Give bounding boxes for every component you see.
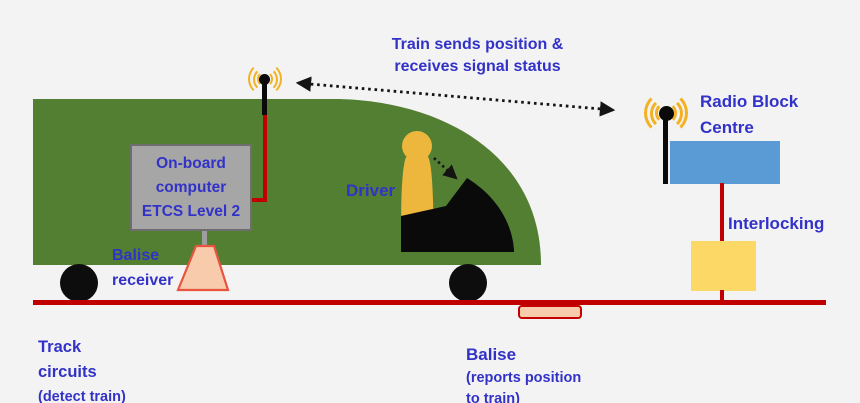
train-wifi-icon <box>248 62 282 96</box>
balise-receiver-label: Balise receiver <box>112 247 174 289</box>
onboard-computer-label: On-board computer ETCS Level 2 <box>141 154 241 220</box>
driver-label: Driver <box>346 181 396 200</box>
interlocking-track-link <box>720 290 724 302</box>
radio-block-centre-label: Radio Block Centre <box>700 92 799 137</box>
balise-title: Balise <box>466 345 517 364</box>
driver-console <box>401 178 514 252</box>
message-label: Train sends position & receives signal s… <box>391 36 564 75</box>
track-circuits-note: (detect train) <box>38 389 126 403</box>
rbc-wifi-icon <box>644 91 688 135</box>
front-wheel <box>449 264 487 302</box>
antenna-wire <box>263 112 267 201</box>
rbc-antenna-pole <box>663 113 668 184</box>
track-circuits-label: Track circuits (detect train) <box>38 310 126 403</box>
balise-receiver-shape <box>176 244 230 292</box>
track-circuits-title: Track circuits <box>38 338 97 381</box>
message-arrow-icon <box>295 76 616 117</box>
interlocking-box <box>691 241 756 291</box>
interlocking-label: Interlocking <box>728 214 825 233</box>
balise-label: Balise (reports position to train) <box>466 319 581 403</box>
rear-wheel <box>60 264 98 302</box>
rbc-interlocking-link <box>720 183 724 241</box>
rbc-antenna-dot <box>658 105 674 121</box>
onboard-computer-box: On-board computer ETCS Level 2 <box>130 144 252 231</box>
receiver-stem <box>202 231 207 247</box>
radio-block-centre-box <box>670 141 780 184</box>
driver-view-arrow-icon <box>433 157 458 180</box>
balise-note: (reports position to train) <box>466 370 582 403</box>
track-line <box>33 300 826 305</box>
balise-shape <box>518 305 582 319</box>
train-antenna-dot <box>259 73 270 85</box>
driver-head <box>402 131 432 161</box>
antenna-wire-elbow <box>251 198 267 202</box>
